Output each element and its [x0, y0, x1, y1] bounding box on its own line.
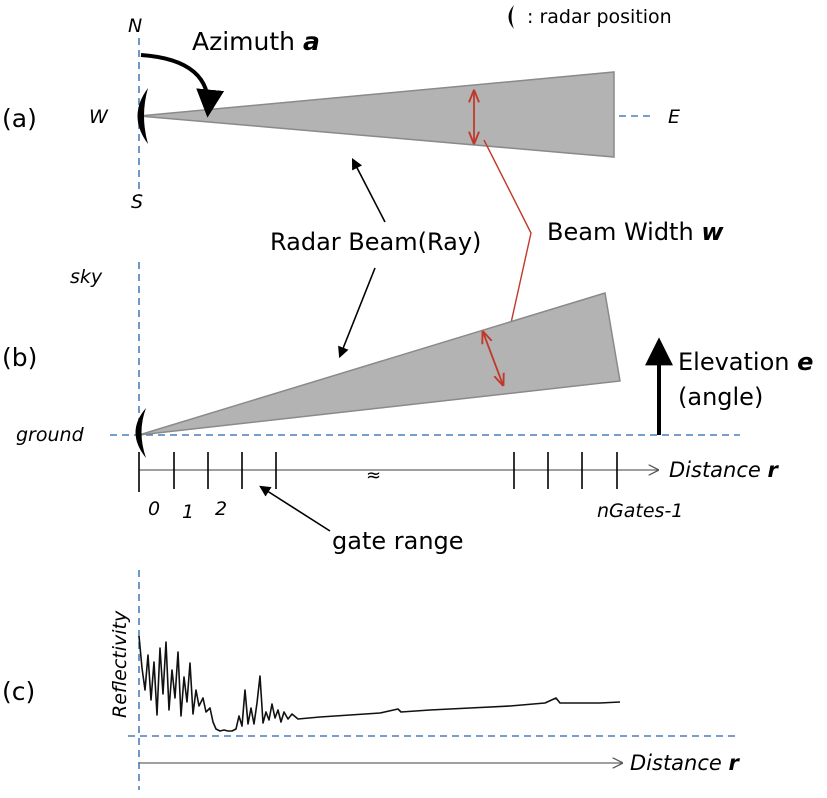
radar-icon-a [137, 88, 148, 144]
gate-label-1: 1 [182, 501, 194, 523]
legend: : radar position [508, 5, 672, 29]
beam-width-arrow-b [483, 332, 503, 385]
legend-text: : radar position [527, 6, 672, 28]
beam-width-label: Beam Width w [547, 218, 724, 246]
gate-label-last: nGates-1 [597, 500, 683, 522]
radar-symbol-icon [508, 5, 514, 29]
distance-label-c: Distance r [630, 751, 741, 775]
axis-break-mark: ≈ [366, 465, 381, 486]
compass-east: E [668, 106, 680, 128]
elevated-beam [138, 292, 621, 436]
panel-b-label: (b) [2, 343, 37, 372]
panel-a-label: (a) [2, 104, 37, 133]
panel-a: (a) N S W E Azimuth a [2, 15, 680, 213]
radar-beam-label: Radar Beam(Ray) [270, 228, 481, 256]
azimuth-arrow [140, 53, 225, 118]
elevation-sublabel: (angle) [678, 383, 763, 411]
radar-beam-pointer-b [338, 267, 376, 359]
elevation-label: Elevation e [678, 348, 813, 376]
distance-label-b: Distance r [669, 458, 780, 482]
panel-c-label: (c) [2, 677, 35, 706]
compass-north: N [128, 15, 142, 37]
radar-icon-b [135, 408, 146, 458]
reflectivity-trace [138, 635, 621, 732]
gate-ticks [138, 452, 618, 492]
gate-label-2: 2 [215, 498, 227, 520]
panel-b: (b) sky ground Elevation e (angle) [2, 262, 813, 458]
azimuth-label: Azimuth a [192, 27, 320, 56]
gate-axis: ≈ Distance r 0 1 2 nGates-1 gate range [138, 452, 780, 555]
sky-label: sky [70, 266, 103, 288]
horizontal-beam [138, 71, 615, 158]
gate-label-0: 0 [148, 498, 160, 520]
gate-range-label: gate range [332, 527, 464, 555]
compass-south: S [131, 191, 143, 213]
radar-beam-pointer-a [351, 158, 386, 223]
gate-range-pointer [259, 485, 331, 532]
reflectivity-label: Reflectivity [109, 610, 131, 718]
compass-west: W [89, 106, 109, 128]
panel-c: (c) Distance r Reflectivity [2, 570, 741, 790]
ground-label: ground [16, 424, 85, 446]
beam-width-leader [483, 139, 532, 360]
